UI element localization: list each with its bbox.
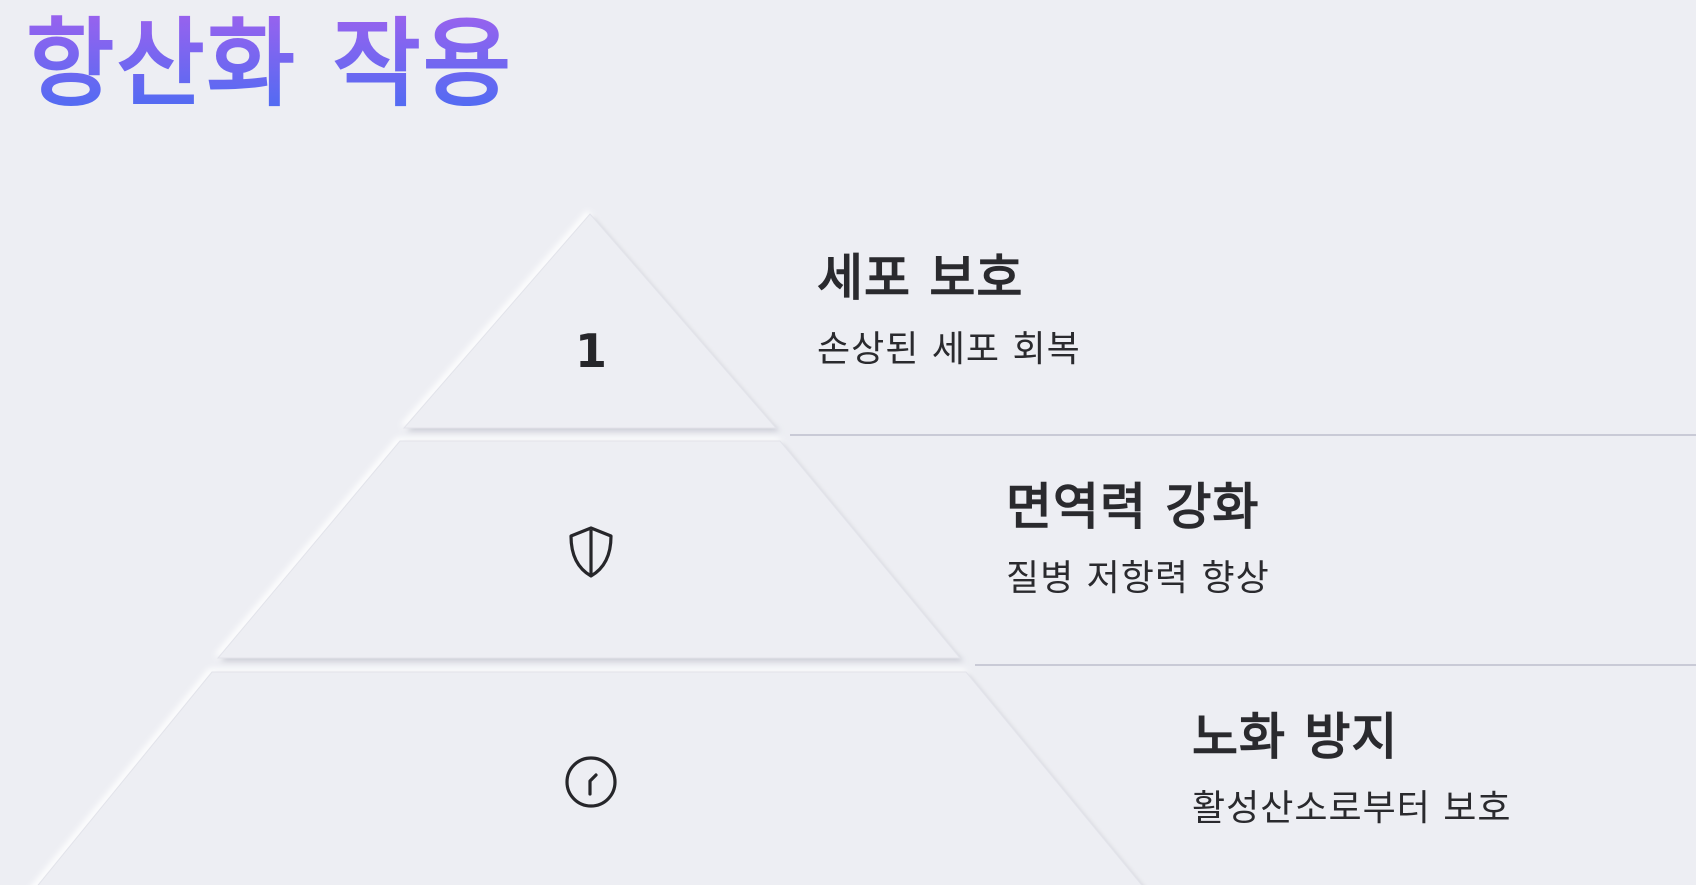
shield-icon (551, 512, 631, 592)
tier-1-text: 세포 보호 손상된 세포 회복 (817, 248, 1081, 371)
pyramid-tier-2 (216, 440, 962, 659)
tier-title: 노화 방지 (1192, 708, 1399, 766)
pyramid-tier-1 (402, 213, 778, 429)
tier-title: 면역력 강화 (1006, 478, 1260, 536)
tier-description: 손상된 세포 회복 (817, 329, 1081, 370)
pyramid-tier-3 (37, 671, 1143, 885)
page-title: 항산화 작용 (26, 8, 514, 120)
tier-title: 세포 보호 (817, 249, 1024, 307)
tier-1-marker: 1 (551, 311, 631, 391)
divider-1 (790, 434, 1696, 436)
clock-icon (551, 742, 631, 822)
divider-2 (975, 664, 1696, 666)
tier-2-text: 면역력 강화 질병 저항력 향상 (1006, 477, 1270, 600)
tier-description: 활성산소로부터 보호 (1192, 788, 1512, 829)
tier-number: 1 (574, 324, 607, 378)
tier-description: 질병 저항력 향상 (1006, 558, 1270, 599)
tier-3-text: 노화 방지 활성산소로부터 보호 (1192, 707, 1512, 830)
